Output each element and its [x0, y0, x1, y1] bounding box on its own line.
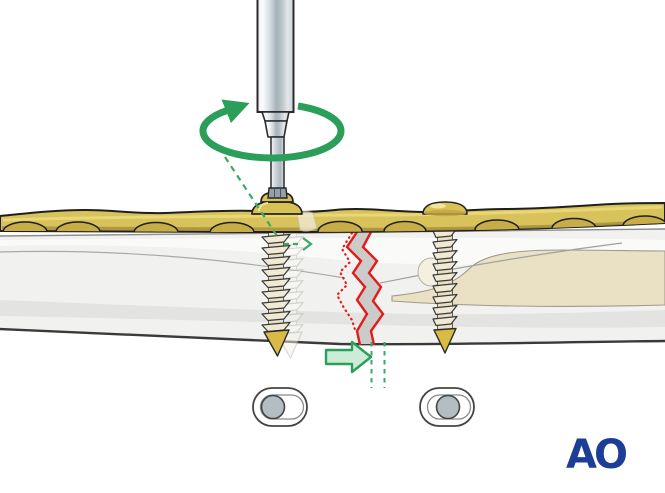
screw-travel-arrowhead-icon [302, 237, 313, 251]
fracture-line-left [345, 231, 369, 346]
screwdriver-collar [261, 111, 290, 122]
plate-top-highlight [2, 205, 663, 222]
fracture [335, 231, 385, 346]
seated-screw-shaft [417, 226, 458, 354]
fracture-previous-position-dotted [335, 231, 358, 335]
screwdriver [256, 0, 295, 199]
bone-bottom-edge [0, 327, 665, 346]
screwdriver-tip [267, 187, 288, 199]
seated-screw-tip [433, 327, 457, 354]
inset-screw-position-eccentric [260, 394, 286, 420]
bone-top-edge [0, 228, 665, 237]
compression-plate [0, 202, 665, 233]
medullary-canal [391, 249, 665, 307]
rotation-arrow-back [297, 102, 345, 132]
fracture-line-right [361, 231, 385, 346]
screw-axis-dashed-line [224, 156, 313, 251]
bone-cortex-line-left [0, 250, 346, 279]
rotation-arrowhead-icon [221, 99, 250, 123]
compression-direction-arrow [324, 340, 373, 374]
screwdriver-cone [264, 120, 288, 138]
fracture-edge-dashed-verticals [370, 342, 386, 388]
inset-plate-hole-eccentric [252, 387, 308, 427]
inset-screw-position-centered [435, 394, 461, 420]
screwdriver-thin-shaft [270, 136, 285, 190]
seated-screw-head [422, 201, 468, 217]
bone-shadow-band [0, 300, 665, 328]
ao-logo: AO [566, 432, 626, 478]
screwdriver-handle-shaft [256, 0, 295, 113]
bone [0, 228, 665, 346]
driven-screw-tip [263, 329, 290, 357]
bone-cortex-line-right [379, 242, 623, 284]
rotation-arrow [199, 99, 345, 162]
inset-plate-hole-centered [419, 387, 475, 427]
